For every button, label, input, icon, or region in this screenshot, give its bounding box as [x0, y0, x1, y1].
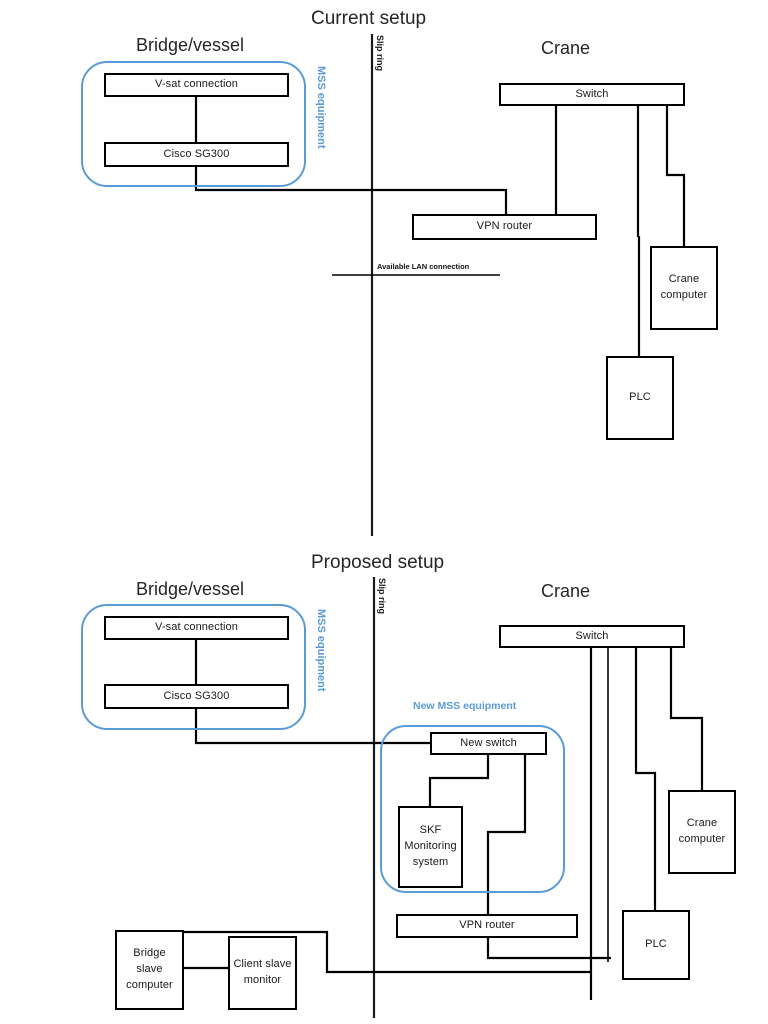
group-new-mss-equipment-proposed [380, 725, 565, 893]
node-switch-proposed[interactable]: Switch [499, 625, 685, 648]
node-cisco-sg300-current[interactable]: Cisco SG300 [104, 142, 289, 167]
node-bridge-slave-line-3: computer [126, 978, 173, 991]
node-crane-computer-proposed[interactable]: Crane computer [668, 790, 736, 874]
node-skf-line-2: Monitoring [404, 840, 457, 853]
node-crane-computer-line-2: computer [660, 289, 708, 301]
node-plc-proposed[interactable]: PLC [622, 910, 690, 980]
node-vpn-router-current[interactable]: VPN router [412, 214, 597, 240]
annotation-available-lan-current: Available LAN connection [377, 262, 470, 271]
node-skf-line-1: SKF [419, 824, 442, 837]
node-vsat-connection-current[interactable]: V-sat connection [104, 73, 289, 97]
node-client-slave-monitor-proposed[interactable]: Client slave monitor [228, 936, 297, 1010]
node-client-slave-line-1: Client slave [233, 958, 292, 971]
node-bridge-slave-computer-proposed[interactable]: Bridge slave computer [115, 930, 184, 1010]
node-skf-monitoring-system-proposed[interactable]: SKF Monitoring system [398, 806, 463, 888]
node-crane-computer-current[interactable]: Crane computer [650, 246, 718, 330]
wire-switch-to-crane-computer-proposed [669, 648, 704, 790]
section-title-proposed: Proposed setup [311, 552, 445, 573]
node-bridge-slave-line-2: slave [136, 963, 163, 976]
group-label-new-mss-equipment-proposed: New MSS equipment [413, 700, 517, 712]
area-title-bridge-vessel-proposed: Bridge/vessel [136, 579, 245, 599]
node-bridge-slave-line-1: Bridge [133, 947, 166, 960]
area-title-crane-proposed: Crane [541, 581, 591, 601]
node-new-switch-proposed[interactable]: New switch [430, 732, 547, 755]
group-label-mss-equipment-proposed: MSS equipment [315, 609, 327, 692]
section-title-current: Current setup [311, 8, 427, 29]
wire-bridge-slave-to-bus-proposed [150, 930, 591, 974]
node-switch-current[interactable]: Switch [499, 83, 685, 106]
node-crane-computer-proposed-line-1: Crane [686, 817, 718, 830]
node-crane-computer-line-1: Crane [668, 273, 700, 286]
slip-ring-label-proposed: Slip ring [377, 578, 387, 614]
wire-switch-to-plc-current [636, 106, 640, 238]
node-cisco-sg300-proposed[interactable]: Cisco SG300 [104, 684, 289, 709]
node-client-slave-line-2: monitor [243, 974, 282, 986]
area-title-bridge-vessel-current: Bridge/vessel [136, 35, 245, 55]
group-mss-equipment-proposed [81, 604, 306, 730]
node-skf-line-3: system [412, 855, 449, 868]
wire-vpn-out-right-proposed [486, 938, 611, 960]
node-plc-current[interactable]: PLC [606, 356, 674, 440]
wire-switch-to-crane-computer-current [665, 106, 686, 246]
group-mss-equipment-current [81, 61, 306, 187]
node-vpn-router-proposed[interactable]: VPN router [396, 914, 578, 938]
group-label-mss-equipment-current: MSS equipment [315, 66, 327, 149]
node-crane-computer-proposed-line-2: computer [678, 833, 726, 845]
slip-ring-label-current: Slip ring [375, 35, 385, 71]
node-vsat-connection-proposed[interactable]: V-sat connection [104, 616, 289, 640]
wire-switch-to-plc-proposed [634, 648, 657, 910]
area-title-crane-current: Crane [541, 38, 591, 58]
